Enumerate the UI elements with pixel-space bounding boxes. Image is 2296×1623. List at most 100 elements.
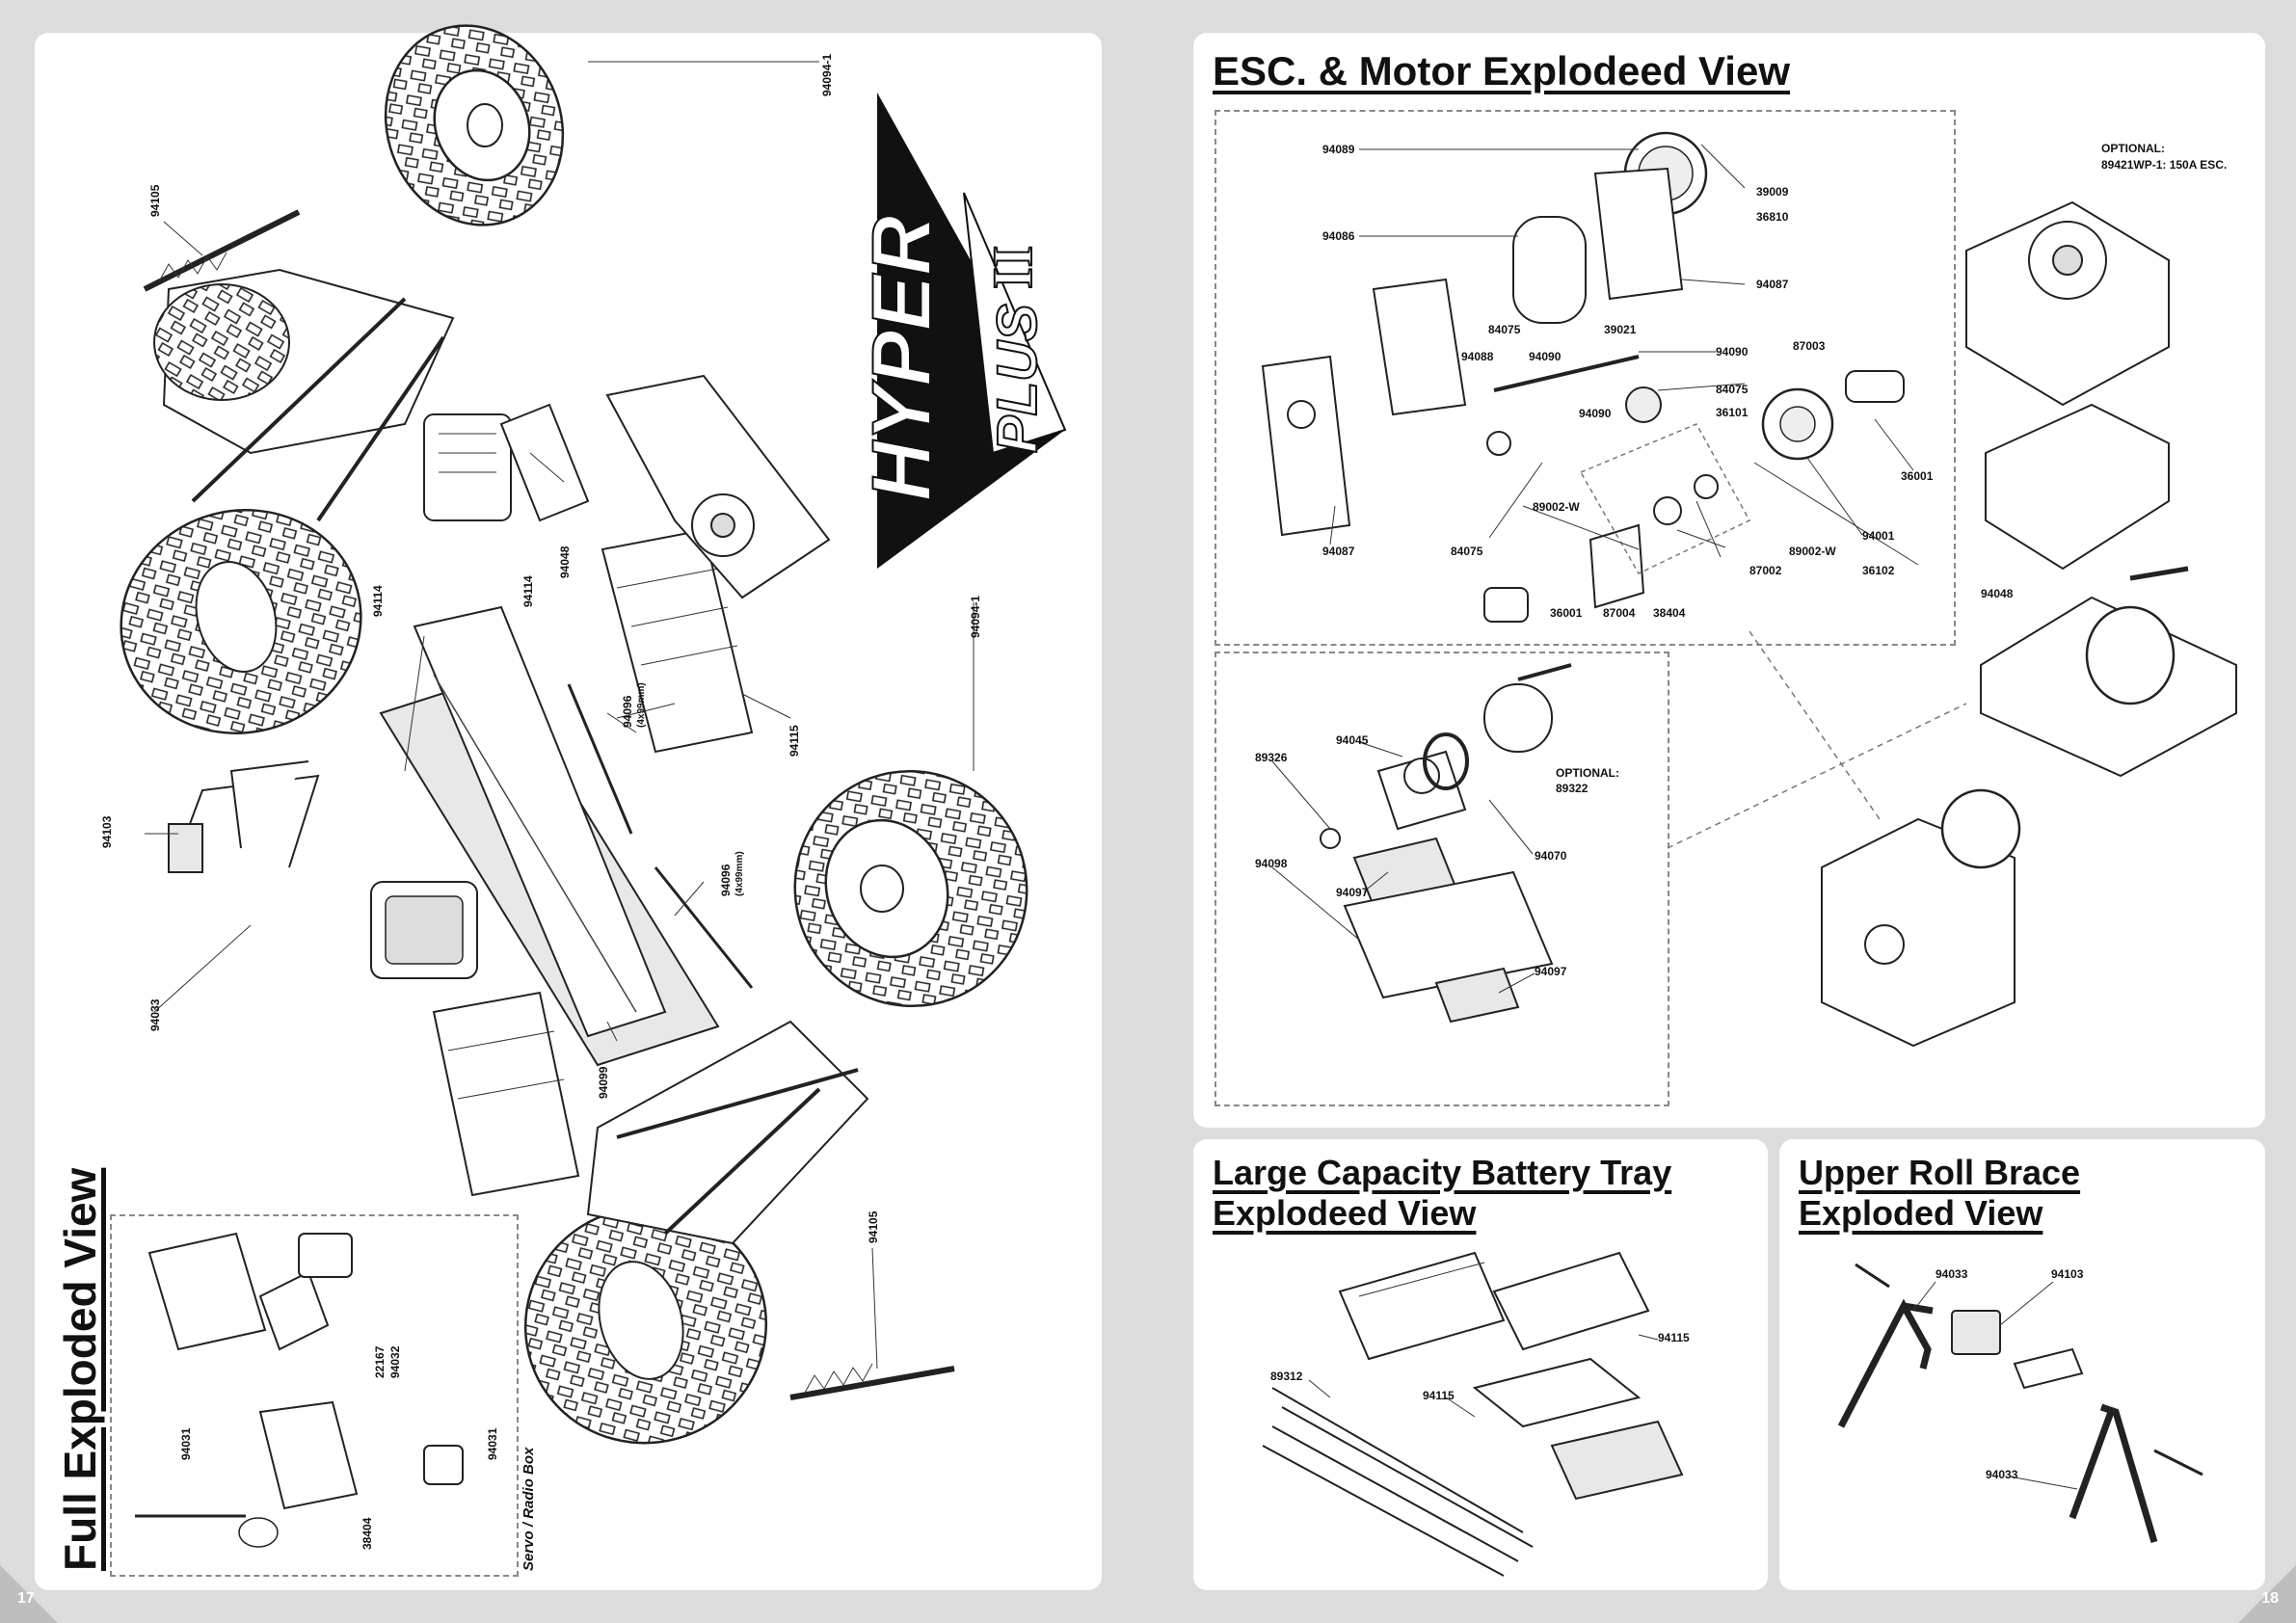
motor-mount-labels: 89326 94045 94070 94098 94097 94097 OPTI… xyxy=(1255,733,1619,994)
roll-brace-parts xyxy=(1837,1263,2203,1543)
label-38404-left: 38404 xyxy=(360,1517,374,1550)
label-94099: 94099 xyxy=(597,1066,610,1099)
label-94105-bottom: 94105 xyxy=(867,1211,880,1243)
label-94115-tray-top: 94115 xyxy=(1658,1331,1690,1344)
label-89002-w-a: 89002-W xyxy=(1533,500,1580,514)
battery-tray-left xyxy=(601,528,754,754)
label-36101: 36101 xyxy=(1716,406,1749,419)
front-left-tire xyxy=(120,509,362,734)
label-94115-left: 94115 xyxy=(788,725,801,757)
label-94087-bottom: 94087 xyxy=(1322,545,1355,558)
optional-esc-line1: OPTIONAL: xyxy=(2101,142,2165,155)
label-94096-b: 94096 xyxy=(719,864,733,896)
battery-tray-title-line2: Explodeed View xyxy=(1213,1193,1477,1233)
left-page-leaders xyxy=(145,61,974,1370)
optional-motor-line1: OPTIONAL: xyxy=(1556,766,1619,780)
label-87004: 87004 xyxy=(1603,606,1636,620)
label-84075-c: 84075 xyxy=(1451,545,1483,558)
label-4x99mm-b: (4x99mm) xyxy=(734,851,745,896)
label-94103-brace: 94103 xyxy=(2051,1267,2084,1281)
front-shock-left xyxy=(143,209,301,292)
label-94115-tray-bottom: 94115 xyxy=(1423,1389,1455,1402)
label-89312: 89312 xyxy=(1270,1370,1303,1383)
servo-radio-box-parts xyxy=(135,1232,464,1548)
label-94048-right: 94048 xyxy=(1981,587,2014,600)
label-36102: 36102 xyxy=(1862,564,1895,577)
page-number-left: 17 xyxy=(17,1590,35,1607)
gearbox-assembled-right xyxy=(1821,788,2021,1048)
label-87002: 87002 xyxy=(1749,564,1782,577)
motor-mount-dashed-area xyxy=(1215,652,1669,1106)
label-4x99mm-a: (4x99mm) xyxy=(636,682,647,728)
servo-radio-box-inset xyxy=(110,1214,519,1577)
main-chassis-plate xyxy=(379,605,720,1067)
label-94098: 94098 xyxy=(1255,857,1288,870)
roll-brace-title-line1: Upper Roll Brace xyxy=(1799,1153,2081,1192)
label-38404-right: 38404 xyxy=(1653,606,1686,620)
battery-tray-parts xyxy=(1262,1251,1684,1577)
label-94090-b: 94090 xyxy=(1716,345,1749,359)
label-94097-a: 94097 xyxy=(1336,886,1369,899)
label-94103-left: 94103 xyxy=(100,815,114,848)
esc-motor-title: ESC. & Motor Explodeed View xyxy=(1213,48,1790,93)
rear-suspension-assembly xyxy=(586,1020,869,1245)
label-89326: 89326 xyxy=(1255,751,1288,764)
gearbox-parts xyxy=(1261,131,1905,623)
drive-shafts-left xyxy=(567,683,754,989)
connection-dashes xyxy=(1667,630,1967,849)
logo-numeral-text: II xyxy=(981,246,1044,289)
label-94033-left: 94033 xyxy=(148,998,162,1031)
battery-tray-title-line1: Large Capacity Battery Tray xyxy=(1213,1153,1672,1192)
label-94001: 94001 xyxy=(1862,529,1895,543)
esc-heatsink-left xyxy=(423,413,512,521)
rear-left-tire xyxy=(523,1206,768,1445)
left-page-labels: 94094-1 94105 94114 94114 94048 94096 (4… xyxy=(100,54,982,1550)
label-94097-b: 94097 xyxy=(1535,965,1567,978)
label-39021: 39021 xyxy=(1604,323,1637,336)
rear-right-tire xyxy=(793,769,1028,1008)
label-94033-brace-bottom: 94033 xyxy=(1986,1468,2018,1481)
optional-esc-line2: 89421WP-1: 150A ESC. xyxy=(2101,158,2227,172)
motor-gearbox-left xyxy=(605,374,831,599)
label-84075-b: 84075 xyxy=(1716,383,1749,396)
label-94089: 94089 xyxy=(1322,143,1355,156)
logo-hyper-text: HYPER xyxy=(856,216,948,501)
label-94096-a: 94096 xyxy=(621,695,634,728)
esc-gearbox-dashed-area xyxy=(1215,110,1956,646)
esc-motor-labels: 94089 39009 36810 94086 94087 84075 3902… xyxy=(1322,142,2227,620)
label-94094-1-right: 94094-1 xyxy=(969,596,982,638)
page-number-right: 18 xyxy=(2261,1590,2279,1607)
label-89002-w-b: 89002-W xyxy=(1789,545,1836,558)
label-94045: 94045 xyxy=(1336,733,1369,747)
esc-unit-right xyxy=(1965,200,2170,407)
rear-shock-left xyxy=(789,1363,955,1400)
label-94031-a: 94031 xyxy=(179,1427,193,1460)
motor-assembly-right xyxy=(1980,566,2237,778)
front-suspension-assembly xyxy=(153,268,455,522)
label-94088: 94088 xyxy=(1461,350,1494,363)
label-94070: 94070 xyxy=(1535,849,1567,863)
label-94031-b: 94031 xyxy=(486,1427,499,1460)
differential-dashed-box xyxy=(1579,423,1751,574)
logo-plus-text: PLUS xyxy=(986,304,1049,453)
label-94048: 94048 xyxy=(558,545,572,578)
front-right-tire xyxy=(384,24,565,226)
battery-tray-labels: 94115 89312 94115 xyxy=(1270,1331,1690,1402)
roll-brace-left xyxy=(168,760,320,873)
battery-tray-panel xyxy=(1193,1139,1768,1590)
label-87003: 87003 xyxy=(1793,339,1826,353)
label-36810: 36810 xyxy=(1756,210,1789,224)
roll-brace-title-line2: Exploded View xyxy=(1799,1193,2043,1233)
battery-pack-left xyxy=(432,991,580,1197)
label-22167: 22167 xyxy=(373,1345,387,1378)
label-94087-top: 94087 xyxy=(1756,278,1789,291)
label-94105-top: 94105 xyxy=(148,184,162,217)
hyper-plus-logo: HYPER 4WD MONSTER TRUCK PLUS II xyxy=(855,93,1067,569)
label-36001-b: 36001 xyxy=(1550,606,1583,620)
label-94090-a: 94090 xyxy=(1529,350,1562,363)
esc-tray-right xyxy=(1985,403,2170,571)
roll-brace-labels: 94033 94103 94033 xyxy=(1936,1267,2084,1481)
label-94090-c: 94090 xyxy=(1579,407,1612,420)
label-94114-b: 94114 xyxy=(521,575,535,607)
